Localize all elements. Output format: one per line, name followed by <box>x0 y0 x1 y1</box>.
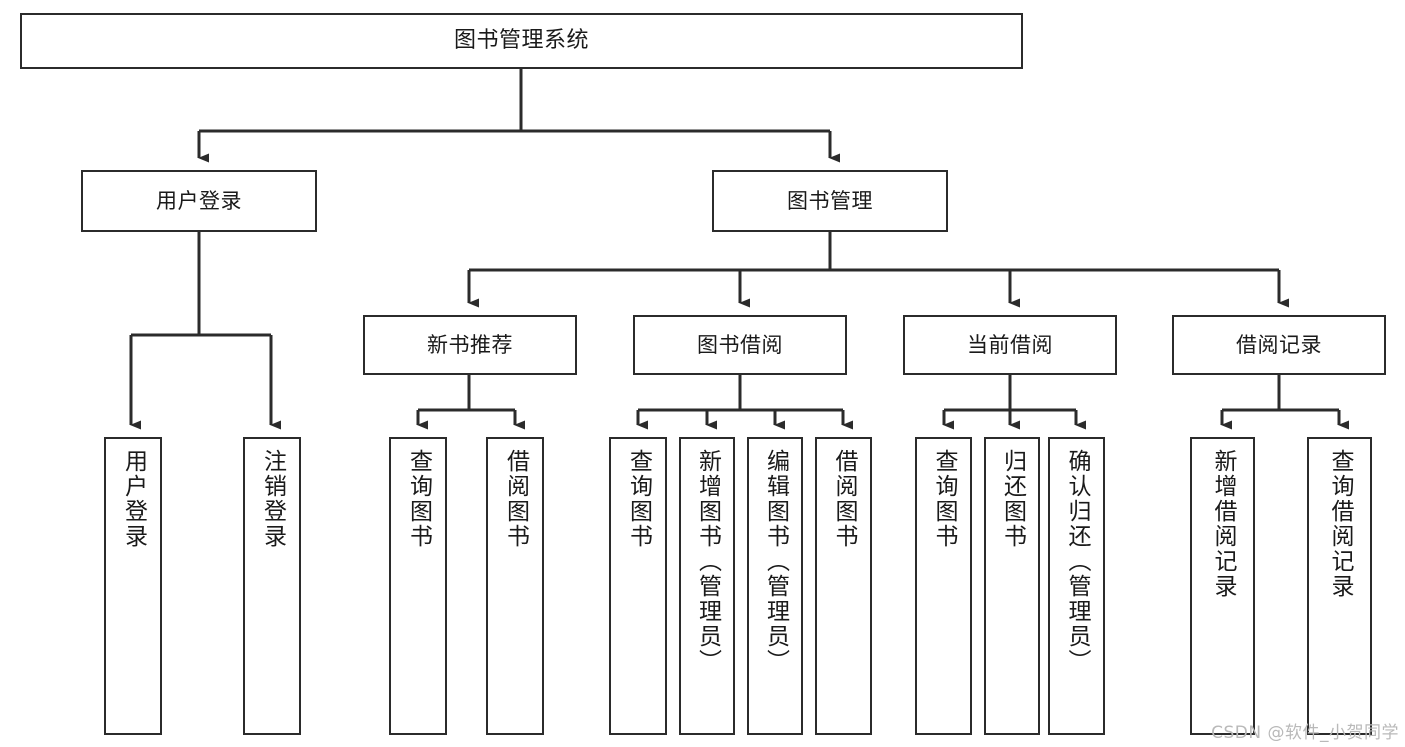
node-label: 用户登录 <box>120 449 147 549</box>
node-current-borrow[interactable]: 当前借阅 <box>903 315 1117 375</box>
node-label: 借阅记录 <box>1236 332 1322 357</box>
node-book-management[interactable]: 图书管理 <box>712 170 948 232</box>
leaf-current-return-book[interactable]: 归还图书 <box>984 437 1040 735</box>
node-label: 新书推荐 <box>427 332 513 357</box>
leaf-borrow-edit-book-admin[interactable]: 编辑图书（管理员） <box>747 437 803 735</box>
leaf-record-query-borrow-record[interactable]: 查询借阅记录 <box>1307 437 1372 735</box>
node-label: 当前借阅 <box>967 332 1053 357</box>
node-label: 查询图书 <box>931 449 957 549</box>
leaf-logout[interactable]: 注销登录 <box>243 437 301 735</box>
node-label: 查询借阅记录 <box>1327 449 1353 599</box>
leaf-user-login[interactable]: 用户登录 <box>104 437 162 735</box>
node-book-borrow[interactable]: 图书借阅 <box>633 315 847 375</box>
node-label: 新增借阅记录 <box>1210 449 1236 599</box>
node-label: 查询图书 <box>405 449 432 549</box>
node-label: 归还图书 <box>999 449 1026 549</box>
node-root-system[interactable]: 图书管理系统 <box>20 13 1023 69</box>
leaf-borrow-query-book[interactable]: 查询图书 <box>609 437 667 735</box>
node-label: 借阅图书 <box>502 449 529 549</box>
node-label: 用户登录 <box>156 188 242 213</box>
node-label: 新增图书（管理员） <box>694 449 721 674</box>
node-label: 注销登录 <box>259 449 286 549</box>
node-user-login[interactable]: 用户登录 <box>81 170 317 232</box>
csdn-watermark: CSDN @软件_小贺同学 <box>1211 723 1399 743</box>
node-label: 图书管理系统 <box>453 28 589 54</box>
leaf-current-query-book[interactable]: 查询图书 <box>915 437 972 735</box>
node-label: 图书管理 <box>787 188 873 213</box>
node-borrow-record[interactable]: 借阅记录 <box>1172 315 1386 375</box>
node-new-book-recommend[interactable]: 新书推荐 <box>363 315 577 375</box>
leaf-borrow-borrow-book[interactable]: 借阅图书 <box>815 437 872 735</box>
node-label: 编辑图书（管理员） <box>762 449 789 674</box>
node-label: 确认归还（管理员） <box>1064 449 1090 674</box>
node-label: 查询图书 <box>625 449 652 549</box>
leaf-borrow-add-book-admin[interactable]: 新增图书（管理员） <box>679 437 735 735</box>
node-label: 图书借阅 <box>697 332 783 357</box>
node-label: 借阅图书 <box>831 449 857 549</box>
leaf-current-confirm-return-admin[interactable]: 确认归还（管理员） <box>1048 437 1105 735</box>
leaf-record-add-borrow-record[interactable]: 新增借阅记录 <box>1190 437 1255 735</box>
leaf-newbook-borrow-book[interactable]: 借阅图书 <box>486 437 544 735</box>
leaf-newbook-query-book[interactable]: 查询图书 <box>389 437 447 735</box>
